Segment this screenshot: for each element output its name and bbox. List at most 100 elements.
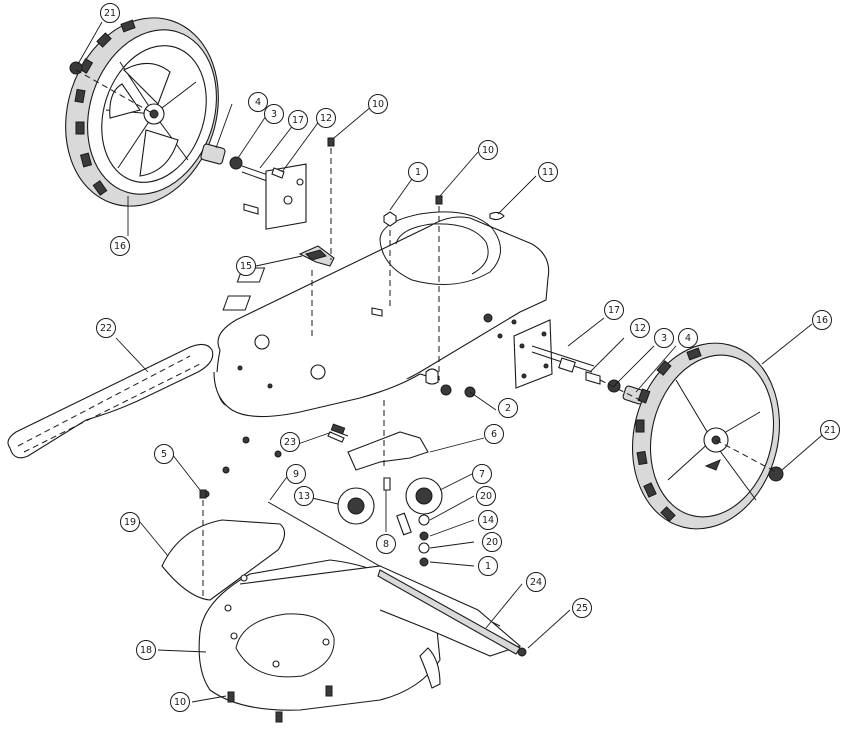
callout-circle	[572, 598, 592, 618]
callout-number: 1	[485, 561, 491, 572]
callout-number: 4	[255, 97, 261, 108]
callout-circle	[264, 104, 284, 124]
callout-2: 2	[498, 398, 518, 418]
callout-16: 16	[812, 310, 832, 330]
callout-circle	[96, 318, 116, 338]
callout-circle	[654, 328, 674, 348]
drive-belt	[7, 343, 214, 459]
pulley-assembly	[202, 431, 443, 567]
callout-number: 11	[542, 167, 554, 178]
callout-12: 12	[316, 108, 336, 128]
callout-number: 10	[372, 99, 384, 110]
assembly-lines	[75, 69, 777, 600]
callout-4: 4	[248, 92, 268, 112]
callout-9: 9	[286, 464, 306, 484]
callout-circle	[316, 108, 336, 128]
bracket-15	[298, 245, 335, 267]
callout-circle	[478, 140, 498, 160]
left-wheel	[65, 17, 219, 207]
callout-number: 9	[293, 469, 299, 480]
callout-circle	[376, 534, 396, 554]
callout-11: 11	[538, 162, 558, 182]
callout-number: 3	[271, 109, 277, 120]
callout-circle	[236, 256, 256, 276]
callout-circle	[368, 94, 388, 114]
callout-number: 16	[114, 241, 126, 252]
callout-22: 22	[96, 318, 116, 338]
callout-number: 21	[104, 8, 116, 19]
callout-21: 21	[820, 420, 840, 440]
callout-8: 8	[376, 534, 396, 554]
callout-25: 25	[572, 598, 592, 618]
callout-number: 4	[685, 333, 691, 344]
callout-number: 3	[661, 333, 667, 344]
callout-number: 21	[824, 425, 836, 436]
callout-circle	[154, 444, 174, 464]
callout-circle	[120, 512, 140, 532]
callout-number: 8	[383, 539, 389, 550]
callout-10: 10	[170, 692, 190, 712]
callout-circle	[482, 532, 502, 552]
callout-4: 4	[678, 328, 698, 348]
callout-12: 12	[630, 318, 650, 338]
callout-17: 17	[288, 110, 308, 130]
callout-circle	[280, 432, 300, 452]
callout-circle	[100, 3, 120, 23]
callout-number: 14	[482, 515, 494, 526]
callout-number: 6	[491, 429, 497, 440]
callout-1: 1	[408, 162, 428, 182]
callout-7: 7	[472, 464, 492, 484]
callout-17: 17	[604, 300, 624, 320]
callout-number: 19	[124, 517, 136, 528]
callout-number: 17	[292, 115, 304, 126]
callout-circle	[630, 318, 650, 338]
callout-10: 10	[478, 140, 498, 160]
callout-19: 19	[120, 512, 140, 532]
callout-number: 10	[482, 145, 494, 156]
callout-6: 6	[484, 424, 504, 444]
callout-number: 22	[100, 323, 112, 334]
leader-lines	[77, 21, 829, 703]
callout-circle	[408, 162, 428, 182]
callout-circle	[286, 464, 306, 484]
callout-circle	[478, 556, 498, 576]
callout-number: 5	[161, 449, 167, 460]
callout-number: 24	[530, 577, 542, 588]
callout-number: 13	[298, 491, 310, 502]
callout-number: 10	[174, 697, 186, 708]
callout-number: 17	[608, 305, 620, 316]
callout-number: 18	[140, 645, 152, 656]
callout-circle	[472, 464, 492, 484]
callout-number: 20	[480, 491, 492, 502]
callout-circle	[136, 640, 156, 660]
callout-circle	[288, 110, 308, 130]
callout-15: 15	[236, 256, 256, 276]
callout-number: 15	[240, 261, 252, 272]
callout-5: 5	[154, 444, 174, 464]
callout-number: 16	[816, 315, 828, 326]
callout-18: 18	[136, 640, 156, 660]
callout-circle	[820, 420, 840, 440]
callout-circle	[526, 572, 546, 592]
callout-number: 20	[486, 537, 498, 548]
callout-number: 12	[634, 323, 646, 334]
callout-10: 10	[368, 94, 388, 114]
callout-20: 20	[476, 486, 496, 506]
callout-3: 3	[654, 328, 674, 348]
right-axle-parts	[440, 319, 646, 405]
callout-3: 3	[264, 104, 284, 124]
callout-23: 23	[280, 432, 300, 452]
callout-circle	[248, 92, 268, 112]
callout-1: 1	[478, 556, 498, 576]
callout-circle	[110, 236, 130, 256]
callout-circle	[294, 486, 314, 506]
callout-circle	[538, 162, 558, 182]
callout-circle	[476, 486, 496, 506]
right-wheel	[631, 342, 781, 530]
callout-number: 12	[320, 113, 332, 124]
callout-circle	[812, 310, 832, 330]
cutting-deck	[161, 519, 522, 711]
left-axle-parts	[200, 143, 307, 230]
callout-21: 21	[100, 3, 120, 23]
